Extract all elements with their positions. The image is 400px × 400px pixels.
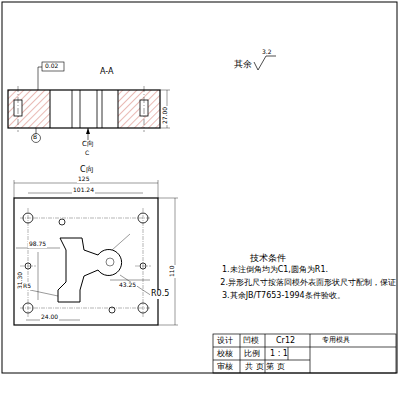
roughness-value: 3.2 — [262, 49, 272, 56]
dimension: 43.25 — [118, 282, 137, 289]
radius-dimension: R0.5 — [150, 290, 170, 299]
note-line: 1.未注倒角均为C1,圆角为R1. — [222, 266, 328, 275]
title-cell: 校核 — [217, 350, 233, 359]
title-cell: 1 : 1 — [270, 350, 288, 359]
note-heading: 技术条件 — [250, 254, 286, 264]
view-letter: C — [85, 150, 89, 157]
title-cell: 审核 — [217, 363, 233, 372]
dimension: 125 — [77, 176, 90, 183]
title-cell: 共 页 第 页 — [245, 363, 285, 372]
section-title: A-A — [100, 68, 113, 77]
dimension: 101.24 — [72, 187, 95, 194]
material-cell: Cr12 — [276, 337, 295, 346]
dimension: 110 — [169, 265, 176, 278]
title-cell: 凹模 — [243, 337, 259, 346]
dimension: 98.75 — [28, 241, 47, 248]
radius-dimension: R5 — [22, 283, 32, 290]
view-title: C向 — [80, 166, 94, 175]
dimension: 24.00 — [40, 314, 59, 321]
title-cell: 专用模具 — [322, 337, 350, 345]
tolerance-value: 0.02 — [45, 63, 58, 70]
roughness-note: 其余 — [234, 60, 252, 70]
title-cell: 比例 — [244, 350, 260, 359]
view-arrow-label: C向 — [82, 141, 94, 149]
note-line: 3.其余JB/T7653-1994条件验收。 — [222, 292, 345, 301]
note-line: 2.异形孔尺寸按落回模外表面形状尺寸配制，保证 — [220, 279, 396, 288]
dimension: 27.00 — [162, 106, 169, 125]
datum-letter: B — [33, 134, 37, 141]
title-cell: 设计 — [217, 337, 233, 346]
